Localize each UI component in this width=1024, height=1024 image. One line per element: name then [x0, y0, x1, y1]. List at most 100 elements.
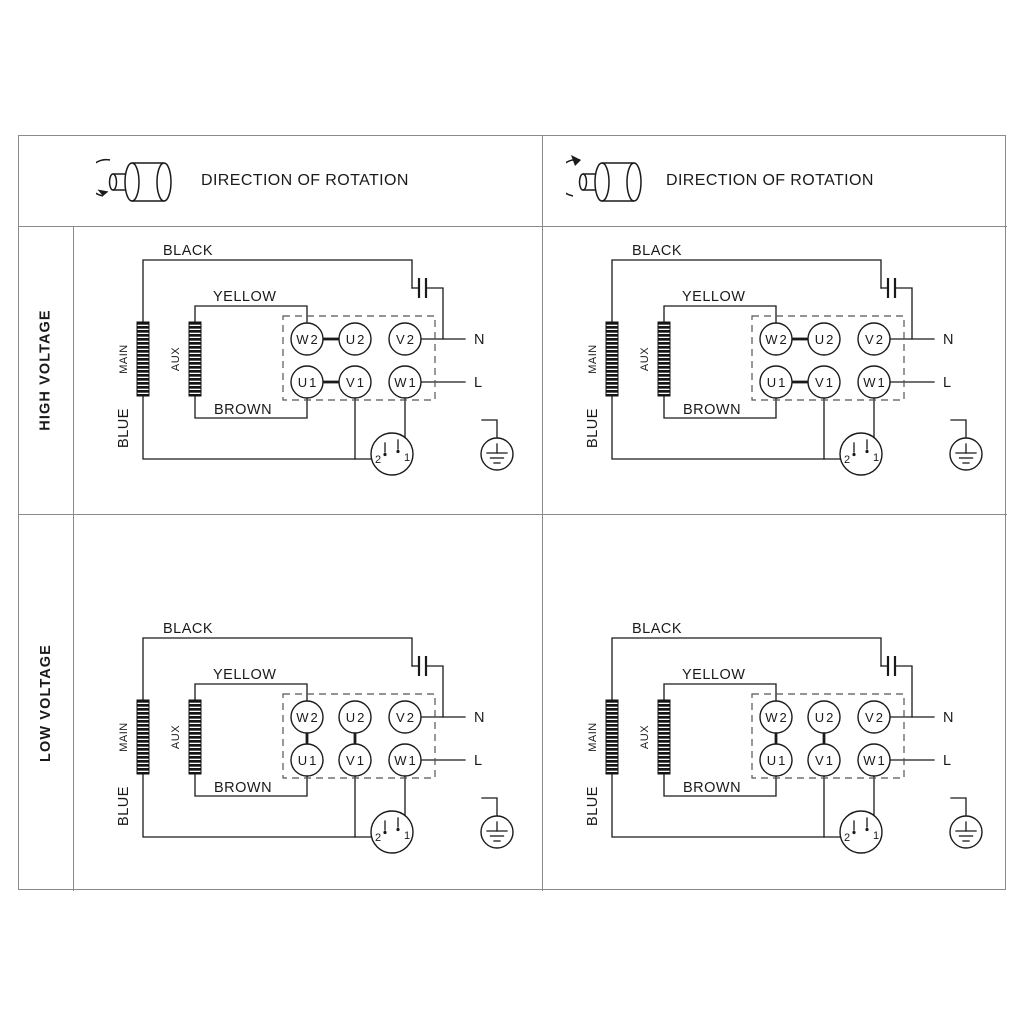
brown-wire — [194, 395, 308, 419]
svg-text:U2: U2 — [346, 710, 367, 725]
label-column-divider — [73, 226, 74, 891]
live-label: L — [474, 753, 483, 769]
terminal-u1: U1 — [290, 365, 324, 399]
svg-text:W1: W1 — [863, 375, 887, 390]
svg-text:W2: W2 — [296, 710, 320, 725]
main-winding — [605, 321, 619, 397]
yellow-wire — [663, 305, 777, 324]
svg-text:V1: V1 — [346, 375, 366, 390]
brown-wire-label: BROWN — [214, 780, 272, 796]
black-wire — [611, 259, 882, 323]
neutral-label: N — [943, 710, 954, 726]
svg-text:U2: U2 — [815, 332, 836, 347]
quadrant-low-voltage-right: BLACK YELLOW BROWN BLUE MAIN AUX N L — [542, 514, 1007, 891]
plug-icon: 2 1 — [839, 432, 883, 476]
svg-text:U1: U1 — [298, 375, 319, 390]
quadrant-high-voltage-left: BLACK YELLOW BROWN BLUE MAIN AUX N L — [73, 226, 542, 514]
blue-wire — [142, 773, 372, 838]
plug-icon: 2 1 — [370, 810, 414, 854]
svg-text:1: 1 — [404, 830, 410, 842]
yellow-wire — [194, 305, 308, 324]
blue-wire-label: BLUE — [585, 786, 601, 826]
direction-of-rotation-title: DIRECTION OF ROTATION — [201, 172, 409, 189]
black-wire-label: BLACK — [163, 243, 213, 259]
yellow-wire-label: YELLOW — [682, 667, 745, 683]
terminal-v2: V2 — [857, 700, 891, 734]
svg-text:U1: U1 — [767, 753, 788, 768]
svg-text:1: 1 — [404, 452, 410, 464]
yellow-wire-label: YELLOW — [213, 667, 276, 683]
brown-wire-label: BROWN — [683, 402, 741, 418]
brown-wire — [663, 773, 777, 797]
terminal-v1: V1 — [807, 365, 841, 399]
svg-text:2: 2 — [844, 832, 850, 844]
header-left: DIRECTION OF ROTATION — [19, 136, 542, 226]
main-winding-label: MAIN — [587, 344, 599, 374]
quadrant-low-voltage-left: BLACK YELLOW BROWN BLUE MAIN AUX N L — [73, 514, 542, 891]
terminal-v2: V2 — [857, 322, 891, 356]
yellow-wire — [194, 683, 308, 702]
svg-text:2: 2 — [844, 454, 850, 466]
black-wire-label: BLACK — [632, 243, 682, 259]
blue-wire — [142, 395, 372, 460]
neutral-label: N — [474, 710, 485, 726]
svg-text:V1: V1 — [815, 753, 835, 768]
main-winding-label: MAIN — [587, 722, 599, 752]
svg-text:W2: W2 — [296, 332, 320, 347]
svg-text:W1: W1 — [863, 753, 887, 768]
svg-text:W2: W2 — [765, 710, 789, 725]
terminal-w1: W1 — [857, 365, 891, 399]
blue-wire-label: BLUE — [585, 408, 601, 448]
terminal-u2: U2 — [338, 700, 372, 734]
aux-winding-label: AUX — [170, 347, 182, 371]
aux-winding-label: AUX — [170, 725, 182, 749]
aux-winding — [188, 321, 202, 397]
aux-winding-label: AUX — [639, 725, 651, 749]
neutral-label: N — [474, 332, 485, 348]
svg-text:V1: V1 — [815, 375, 835, 390]
terminal-w2: W2 — [290, 700, 324, 734]
brown-wire — [194, 773, 308, 797]
wiring-diagram: BLACK YELLOW BROWN BLUE MAIN AUX N L — [116, 621, 514, 854]
svg-text:V2: V2 — [865, 710, 885, 725]
blue-wire-label: BLUE — [116, 786, 132, 826]
main-winding-label: MAIN — [118, 722, 130, 752]
svg-text:V1: V1 — [346, 753, 366, 768]
yellow-wire — [663, 683, 777, 702]
motor-rotation-ccw-icon — [96, 158, 172, 202]
svg-text:2: 2 — [375, 454, 381, 466]
svg-text:W2: W2 — [765, 332, 789, 347]
terminal-v2: V2 — [388, 700, 422, 734]
main-winding — [136, 321, 150, 397]
wiring-diagram: BLACK YELLOW BROWN BLUE MAIN AUX N L — [585, 621, 983, 854]
terminal-w1: W1 — [388, 365, 422, 399]
svg-text:V2: V2 — [396, 332, 416, 347]
brown-wire — [663, 395, 777, 419]
capacitor-icon — [880, 278, 913, 340]
brown-wire-label: BROWN — [683, 780, 741, 796]
ground-icon — [949, 419, 983, 471]
row-divider — [19, 514, 1007, 515]
svg-text:U1: U1 — [767, 375, 788, 390]
yellow-wire-label: YELLOW — [682, 289, 745, 305]
terminal-u2: U2 — [807, 700, 841, 734]
column-divider — [542, 136, 543, 891]
terminal-w2: W2 — [759, 700, 793, 734]
wiring-diagram: BLACK YELLOW BROWN BLUE MAIN AUX N L — [116, 243, 514, 476]
main-winding — [136, 699, 150, 775]
capacitor-icon — [411, 656, 444, 718]
neutral-label: N — [943, 332, 954, 348]
blue-wire-label: BLUE — [116, 408, 132, 448]
motor-rotation-cw-icon — [566, 155, 642, 202]
black-wire — [611, 637, 882, 701]
svg-text:1: 1 — [873, 452, 879, 464]
row-label-high-voltage: HIGH VOLTAGE — [38, 309, 55, 431]
terminal-u1: U1 — [759, 743, 793, 777]
row-label-low-voltage: LOW VOLTAGE — [38, 643, 55, 762]
ground-icon — [480, 419, 514, 471]
black-wire-label: BLACK — [163, 621, 213, 637]
black-wire-label: BLACK — [632, 621, 682, 637]
svg-text:V2: V2 — [865, 332, 885, 347]
capacitor-icon — [411, 278, 444, 340]
main-winding — [605, 699, 619, 775]
